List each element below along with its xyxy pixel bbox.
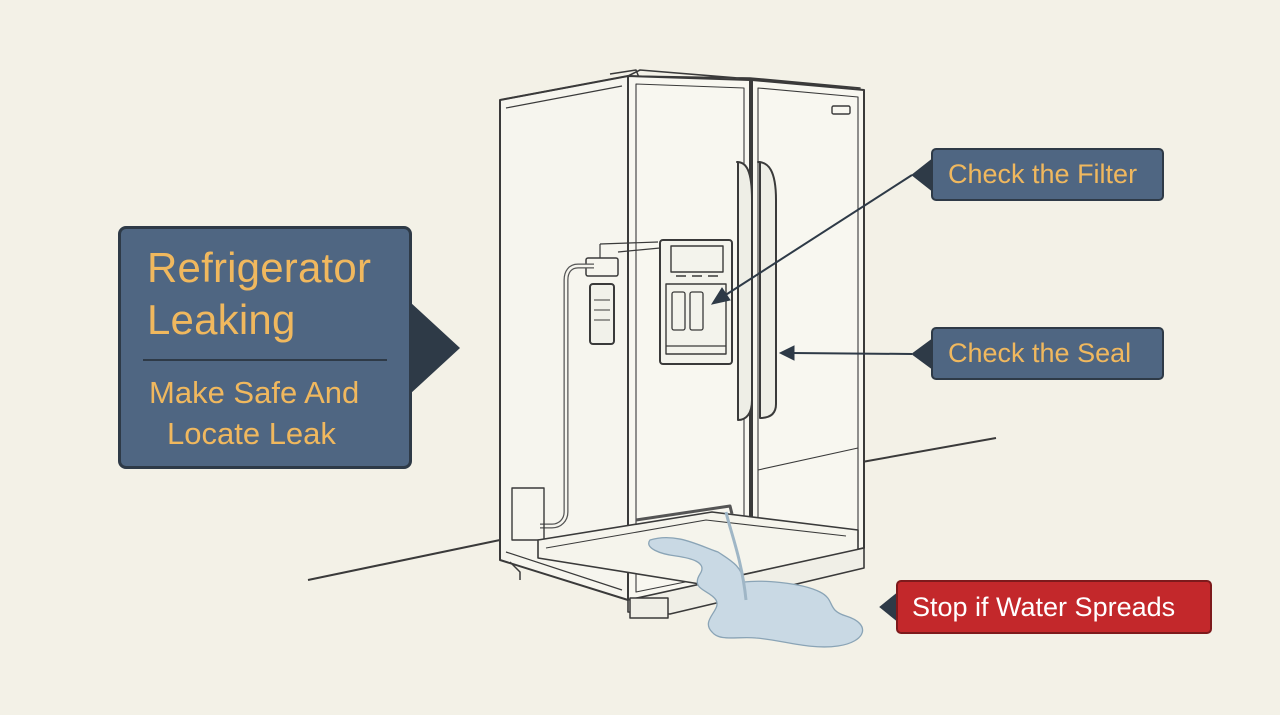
subtitle-line-2: Locate Leak: [167, 416, 336, 451]
filter-arrowhead: [710, 287, 731, 305]
left-handle: [736, 161, 753, 421]
title-panel-pointer: [410, 302, 460, 394]
floor-line-right: [861, 437, 997, 463]
stop-water-callout: Stop if Water Spreads: [896, 580, 1212, 634]
title-line-1: Refrigerator: [147, 244, 372, 291]
water-dispenser: [659, 239, 733, 365]
filter-callout-tab: [911, 158, 932, 192]
floor-line-left: [307, 539, 501, 581]
check-filter-callout: Check the Filter: [931, 148, 1164, 201]
title-divider: [143, 359, 387, 361]
check-filter-label: Check the Filter: [948, 159, 1138, 189]
seal-callout-tab: [911, 339, 932, 369]
subtitle-line-1: Make Safe And: [149, 375, 360, 410]
fridge-badge: [831, 105, 851, 115]
title-line-2: Leaking: [147, 296, 296, 343]
stop-water-label: Stop if Water Spreads: [912, 591, 1176, 622]
filter-arrow-line: [723, 174, 913, 297]
water-puddle: [648, 511, 864, 648]
right-handle: [757, 161, 777, 419]
stop-callout-tab: [879, 592, 897, 622]
water-filter: [589, 283, 615, 345]
check-seal-label: Check the Seal: [948, 338, 1132, 368]
refrigerator: [499, 69, 865, 619]
check-seal-callout: Check the Seal: [931, 327, 1164, 380]
seal-arrowhead: [778, 345, 795, 361]
seal-arrow-line: [791, 352, 913, 355]
title-panel: Refrigerator Leaking Make Safe And Locat…: [118, 226, 412, 469]
